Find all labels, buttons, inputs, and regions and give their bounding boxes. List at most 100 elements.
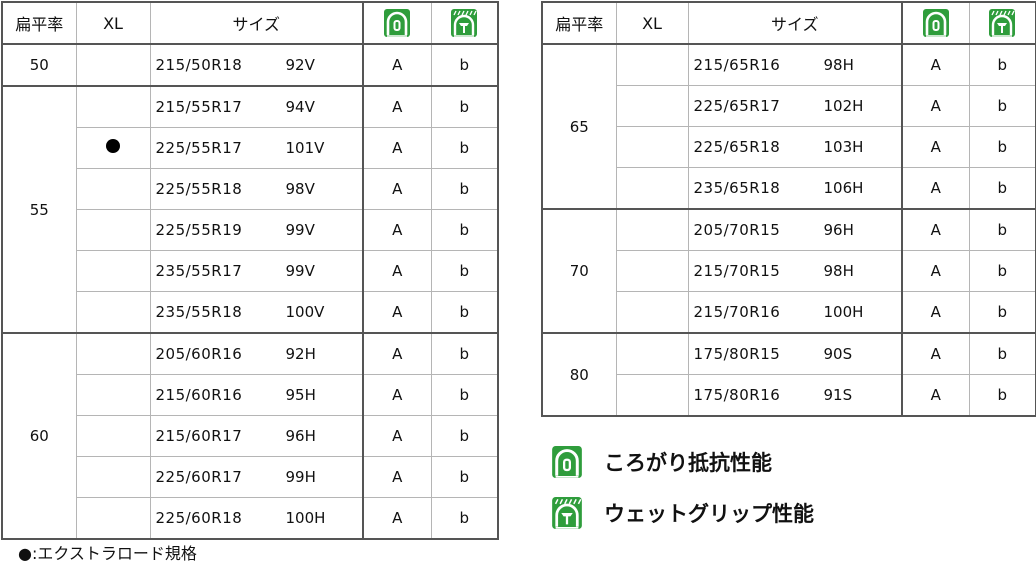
wet-grip-grade: b	[968, 85, 1036, 127]
header-size: サイズ	[687, 1, 903, 45]
xl-cell	[615, 85, 689, 127]
legend-wet-label: ウェットグリップ性能	[604, 502, 814, 526]
rolling-resistance-grade: A	[901, 291, 970, 334]
load-speed-index: 99H	[285, 468, 316, 486]
load-speed-index: 96H	[285, 427, 316, 445]
tire-size: 235/55R17	[155, 262, 243, 280]
xl-cell	[75, 497, 151, 540]
load-speed-index: 98H	[823, 262, 854, 280]
legend-rolling-label: ころがり抵抗性能	[604, 451, 772, 475]
wet-grip-grade: b	[430, 250, 499, 292]
header-wet-grip	[430, 1, 499, 45]
tire-size: 215/70R15	[693, 262, 781, 280]
wet-grip-grade: b	[430, 456, 499, 498]
load-speed-index: 99V	[285, 221, 315, 239]
wet-grip-grade: b	[430, 209, 499, 251]
aspect-ratio-cell: 55	[1, 85, 77, 334]
xl-cell	[75, 85, 151, 128]
extra-load-dot-icon	[106, 139, 120, 153]
rolling-resistance-grade: A	[901, 85, 970, 127]
wet-grip-grade: b	[968, 208, 1036, 251]
xl-cell	[615, 250, 689, 292]
rolling-resistance-grade: A	[901, 208, 970, 251]
load-speed-index: 96H	[823, 221, 854, 239]
tire-size: 225/65R18	[693, 138, 781, 156]
aspect-ratio-cell: 65	[541, 43, 617, 210]
xl-cell	[615, 374, 689, 417]
tire-size: 215/70R16	[693, 303, 781, 321]
tire-size: 225/55R18	[155, 180, 243, 198]
rolling-resistance-grade: A	[362, 168, 432, 210]
aspect-ratio-cell: 70	[541, 208, 617, 334]
tire-size: 235/65R18	[693, 179, 781, 197]
load-speed-index: 98V	[285, 180, 315, 198]
rolling-resistance-grade: A	[362, 456, 432, 498]
tire-size: 235/55R18	[155, 303, 243, 321]
xl-cell	[615, 332, 689, 375]
wet-grip-grade: b	[968, 374, 1036, 417]
load-speed-index: 106H	[823, 179, 864, 197]
tire-size: 215/50R18	[155, 56, 243, 74]
load-speed-index: 94V	[285, 98, 315, 116]
wet-grip-grade: b	[968, 250, 1036, 292]
rolling-resistance-grade: A	[362, 497, 432, 540]
load-speed-index: 100H	[823, 303, 864, 321]
wet-grip-grade: b	[430, 85, 499, 128]
load-speed-index: 102H	[823, 97, 864, 115]
wet-grip-grade: b	[430, 168, 499, 210]
wet-grip-grade: b	[430, 291, 499, 334]
wet-grip-grade: b	[430, 415, 499, 457]
header-rolling-resistance	[901, 1, 970, 45]
rolling-resistance-grade: A	[901, 250, 970, 292]
wet-grip-grade: b	[430, 497, 499, 540]
header-wet-grip	[968, 1, 1036, 45]
rolling-resistance-grade: A	[901, 332, 970, 375]
size-cell: 235/55R17 99V	[149, 250, 364, 292]
load-speed-index: 99V	[285, 262, 315, 280]
rolling-resistance-grade: A	[362, 291, 432, 334]
tire-size: 225/60R18	[155, 509, 243, 527]
tire-size: 175/80R16	[693, 386, 781, 404]
xl-cell	[75, 250, 151, 292]
header-xl: XL	[615, 1, 689, 45]
rolling-resistance-grade: A	[362, 332, 432, 375]
xl-cell	[75, 43, 151, 87]
table-header-row: 扁平率 XL サイズ	[541, 1, 1036, 45]
load-speed-index: 100H	[285, 509, 326, 527]
rolling-resistance-grade: A	[362, 127, 432, 169]
size-cell: 225/55R18 98V	[149, 168, 364, 210]
wet-grip-grade: b	[968, 43, 1036, 86]
xl-cell	[615, 126, 689, 168]
load-speed-index: 100V	[285, 303, 325, 321]
xl-cell	[75, 332, 151, 375]
xl-cell	[615, 208, 689, 251]
xl-cell	[75, 415, 151, 457]
load-speed-index: 98H	[823, 56, 854, 74]
xl-cell	[75, 168, 151, 210]
aspect-ratio-cell: 80	[541, 332, 617, 417]
xl-cell	[75, 209, 151, 251]
wet-grip-grade: b	[968, 291, 1036, 334]
